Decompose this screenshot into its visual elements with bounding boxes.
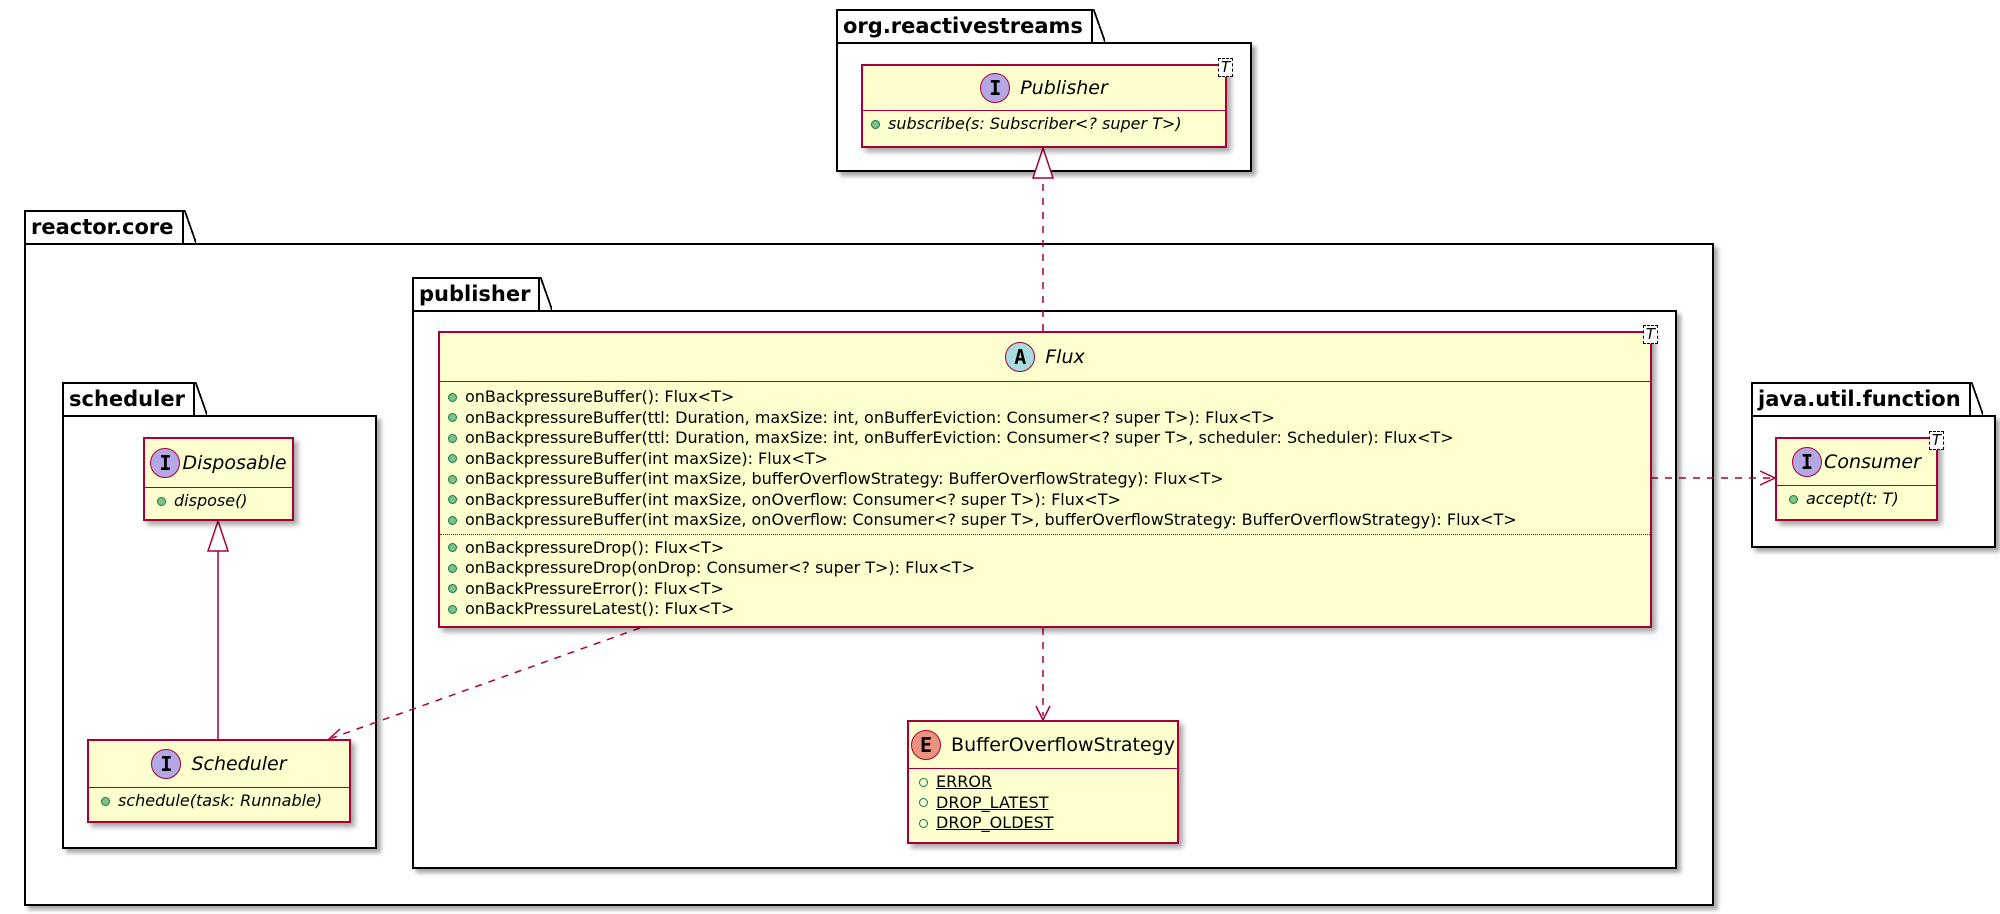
class-publisher[interactable]: T I Publisher subscribe(s: Subscriber<? …	[861, 58, 1233, 148]
member-text: accept(t: T)	[1806, 489, 1899, 508]
member-row: onBackpressureBuffer(): Flux<T>	[448, 387, 1644, 408]
type-parameter: T	[1217, 58, 1233, 77]
public-visibility-icon	[448, 454, 457, 464]
public-visibility-icon	[448, 543, 457, 553]
member-row: schedule(task: Runnable)	[101, 791, 343, 812]
member-text: onBackpressureDrop(onDrop: Consumer<? su…	[465, 558, 975, 577]
class-consumer[interactable]: T I Consumer accept(t: T)	[1775, 431, 1944, 521]
type-parameter: T	[1642, 325, 1658, 344]
class-disposable[interactable]: I Disposable dispose()	[143, 437, 294, 521]
interface-icon: I	[151, 749, 182, 779]
class-name: Publisher	[1020, 77, 1108, 99]
member-text: onBackpressureBuffer(ttl: Duration, maxS…	[465, 428, 1454, 447]
package-tab-reactor-core: reactor.core	[24, 210, 195, 244]
public-field-icon	[919, 798, 928, 808]
member-text: onBackpressureBuffer(int maxSize, onOver…	[465, 489, 1121, 509]
member-row: onBackpressureBuffer(int maxSize, onOver…	[448, 490, 1644, 511]
package-tab-org-reactivestreams: org.reactivestreams	[836, 9, 1105, 43]
interface-icon: I	[150, 448, 181, 478]
enum-buffer-overflow-strategy[interactable]: E BufferOverflowStrategy ERROR DROP_LATE…	[907, 720, 1179, 844]
member-row: onBackpressureDrop(): Flux<T>	[448, 538, 1644, 559]
public-visibility-icon	[157, 496, 166, 506]
class-name: Consumer	[1824, 451, 1921, 473]
type-parameter: T	[1928, 431, 1944, 450]
member-text: onBackpressureBuffer(int maxSize): Flux<…	[465, 448, 828, 468]
public-visibility-icon	[448, 413, 457, 423]
member-row: onBackpressureBuffer(int maxSize, onOver…	[448, 510, 1644, 531]
member-row: ERROR	[919, 772, 1171, 793]
member-row: onBackPressureLatest(): Flux<T>	[448, 599, 1644, 620]
public-visibility-icon	[448, 584, 457, 594]
member-row: accept(t: T)	[1789, 489, 1930, 510]
member-text: onBackPressureError(): Flux<T>	[465, 578, 724, 598]
member-text: onBackpressureDrop(): Flux<T>	[465, 537, 725, 557]
public-visibility-icon	[1789, 494, 1798, 504]
dependency-flux-scheduler	[331, 627, 641, 739]
public-field-icon	[919, 777, 928, 787]
package-tab-scheduler: scheduler	[62, 382, 207, 416]
member-text: ERROR	[936, 772, 993, 791]
package-tab-publisher: publisher	[412, 277, 553, 311]
public-visibility-icon	[448, 392, 457, 402]
class-name: Scheduler	[191, 753, 287, 775]
member-text: DROP_OLDEST	[936, 813, 1054, 832]
public-visibility-icon	[448, 563, 457, 573]
public-field-icon	[919, 818, 928, 828]
member-text: dispose()	[174, 491, 248, 510]
member-row: onBackPressureError(): Flux<T>	[448, 579, 1644, 600]
member-row: onBackpressureBuffer(int maxSize, buffer…	[448, 469, 1644, 490]
member-text: schedule(task: Runnable)	[118, 791, 323, 810]
public-visibility-icon	[448, 433, 457, 443]
public-visibility-icon	[871, 119, 880, 129]
package-tab-java-util-function: java.util.function	[1751, 382, 1983, 416]
member-text: onBackpressureBuffer(int maxSize, buffer…	[465, 469, 1224, 488]
public-visibility-icon	[448, 604, 457, 614]
abstract-class-icon: A	[1005, 342, 1036, 372]
public-visibility-icon	[448, 515, 457, 525]
realization-arrowhead	[1031, 145, 1055, 179]
interface-icon: I	[980, 73, 1011, 103]
public-visibility-icon	[101, 796, 110, 806]
member-row: onBackpressureBuffer(int maxSize): Flux<…	[448, 449, 1644, 470]
member-row: onBackpressureBuffer(ttl: Duration, maxS…	[448, 408, 1644, 429]
member-row: dispose()	[157, 491, 286, 512]
member-text: DROP_LATEST	[936, 792, 1049, 812]
public-visibility-icon	[448, 474, 457, 484]
class-scheduler[interactable]: I Scheduler schedule(task: Runnable)	[87, 739, 351, 823]
member-row: onBackpressureBuffer(ttl: Duration, maxS…	[448, 428, 1644, 449]
interface-icon: I	[1792, 447, 1823, 477]
generalization-arrowhead	[206, 518, 230, 552]
public-visibility-icon	[448, 495, 457, 505]
member-row: subscribe(s: Subscriber<? super T>)	[871, 114, 1219, 135]
member-text: subscribe(s: Subscriber<? super T>)	[888, 114, 1182, 133]
class-name: BufferOverflowStrategy	[951, 734, 1175, 756]
member-row: DROP_OLDEST	[919, 813, 1171, 834]
member-row: DROP_LATEST	[919, 793, 1171, 814]
class-name: Disposable	[182, 452, 287, 474]
class-flux[interactable]: T A Flux onBackpressureBuffer(): Flux<T>…	[438, 325, 1658, 628]
enum-icon: E	[911, 730, 942, 760]
class-name: Flux	[1045, 346, 1085, 368]
member-text: onBackpressureBuffer(int maxSize, onOver…	[465, 510, 1517, 529]
member-text: onBackpressureBuffer(ttl: Duration, maxS…	[465, 407, 1275, 427]
member-text: onBackpressureBuffer(): Flux<T>	[465, 387, 735, 406]
member-text: onBackPressureLatest(): Flux<T>	[465, 599, 735, 618]
member-row: onBackpressureDrop(onDrop: Consumer<? su…	[448, 558, 1644, 579]
member-separator	[440, 533, 1650, 535]
